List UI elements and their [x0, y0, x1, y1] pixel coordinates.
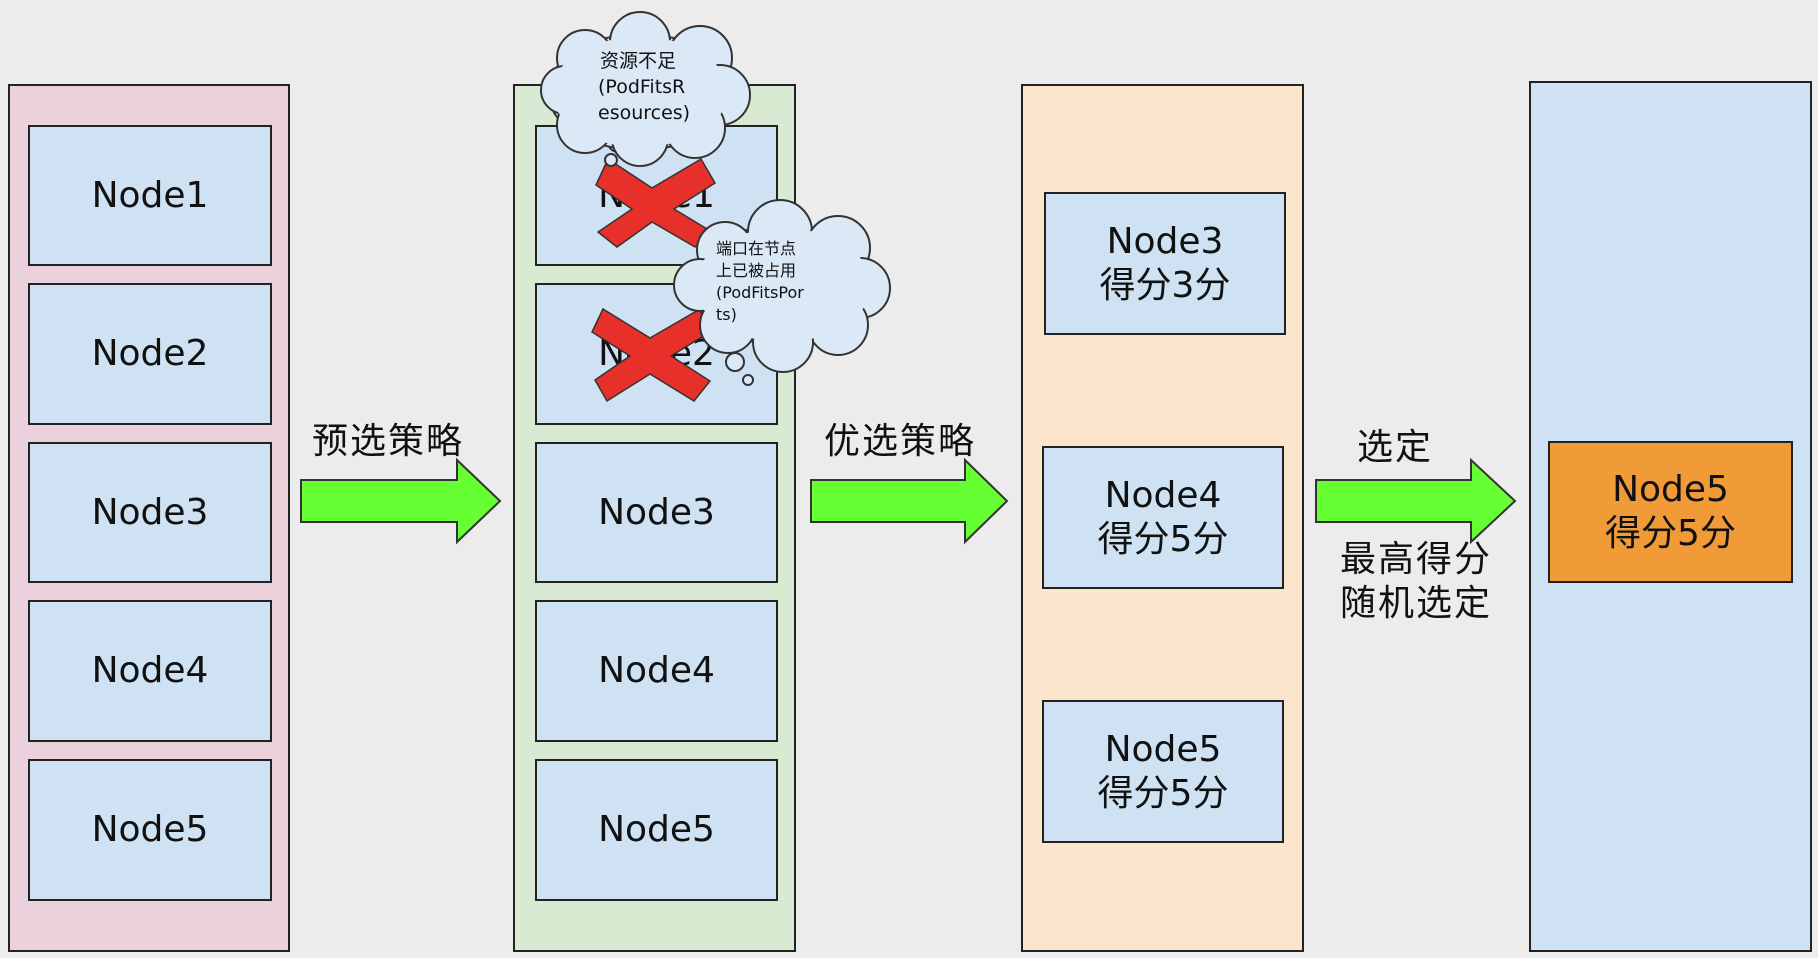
node-box: Node3	[535, 442, 778, 583]
node-label: Node4	[91, 650, 209, 691]
callout-line: (PodFitsPor	[716, 283, 804, 302]
node-box: Node2	[28, 283, 272, 425]
node-score: 得分3分	[1099, 264, 1231, 306]
select-note-line: 随机选定	[1340, 583, 1493, 624]
selected-node-box: Node5 得分5分	[1548, 441, 1793, 583]
resource-callout: 资源不足 (PodFitsR esources)	[598, 48, 690, 126]
scored-node-box: Node4 得分5分	[1042, 446, 1284, 589]
red-cross-icon	[595, 157, 717, 248]
callout-line: 资源不足	[600, 50, 677, 72]
scored-node-box: Node5 得分5分	[1042, 700, 1284, 843]
callout-line: (PodFitsR	[598, 76, 686, 98]
callout-line: 端口在节点	[716, 239, 797, 258]
right-arrow-icon	[810, 457, 1009, 545]
node-box: Node1	[28, 125, 272, 266]
node-label: Node3	[91, 491, 209, 533]
node-label: Node3	[1106, 220, 1224, 262]
node-box: Node4	[535, 600, 778, 742]
node-label: Node2	[91, 333, 209, 374]
right-arrow-icon	[300, 457, 502, 545]
select-label: 选定	[1357, 427, 1434, 468]
callout-line: 上已被占用	[716, 261, 797, 280]
callout-line: ts)	[716, 305, 737, 324]
callout-line: esources)	[598, 102, 691, 124]
node-label: Node5	[598, 809, 715, 850]
predicate-label: 预选策略	[312, 421, 465, 462]
node-label: Node1	[91, 174, 209, 216]
node-box: Node5	[535, 759, 778, 901]
node-box: Node4	[28, 600, 272, 742]
node-score: 得分5分	[1605, 513, 1736, 554]
right-arrow-icon	[1315, 457, 1517, 545]
select-note-line: 最高得分	[1340, 539, 1493, 580]
node-box: Node3	[28, 442, 272, 583]
red-cross-icon	[591, 307, 715, 403]
node-score: 得分5分	[1097, 772, 1229, 814]
node-label: Node5	[1612, 469, 1729, 510]
node-label: Node5	[1104, 728, 1222, 770]
node-label: Node3	[598, 491, 715, 533]
node-box: Node5	[28, 759, 272, 901]
priority-label: 优选策略	[824, 421, 977, 462]
node-score: 得分5分	[1097, 518, 1229, 560]
node-label: Node4	[1104, 474, 1222, 516]
node-label: Node5	[91, 809, 209, 850]
node-label: Node4	[598, 650, 715, 691]
ports-callout: 端口在节点 上已被占用 (PodFitsPor ts)	[716, 238, 804, 326]
select-note: 最高得分 随机选定	[1340, 538, 1492, 626]
scored-node-box: Node3 得分3分	[1044, 192, 1286, 335]
